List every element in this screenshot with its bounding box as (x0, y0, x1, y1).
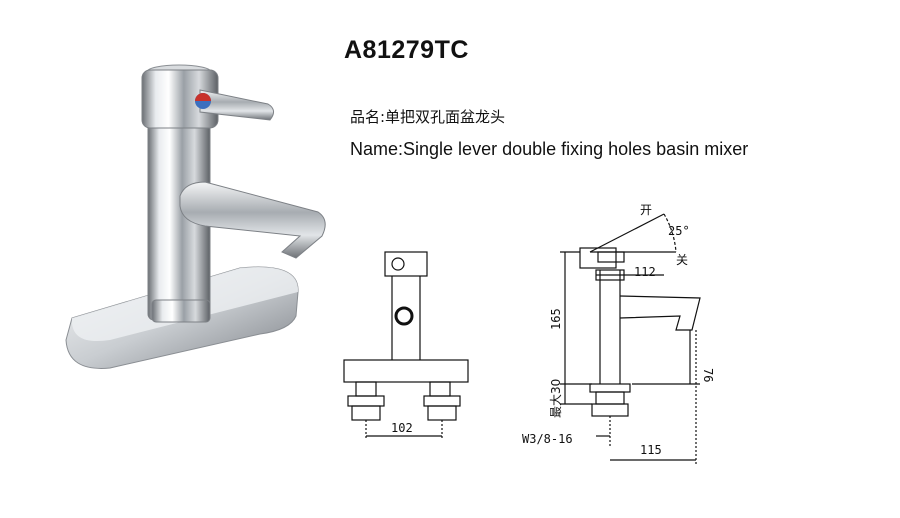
dim-reach: 115 (640, 443, 662, 457)
label-open: 开 (640, 203, 652, 217)
label-close: 关 (676, 253, 688, 267)
side-view-drawing (560, 213, 701, 466)
faucet-render (65, 64, 326, 369)
product-name-en: Name:Single lever double fixing holes ba… (350, 139, 749, 159)
dim-lever-length: 112 (634, 265, 656, 279)
dim-height: 165 (549, 308, 563, 330)
product-name-cn: 品名:单把双孔面盆龙头 (350, 108, 506, 126)
dim-thread: W3/8-16 (522, 432, 573, 446)
dim-angle: 25° (668, 224, 690, 238)
dim-max-thickness: 最大30 (549, 379, 563, 418)
model-number: A81279TC (344, 36, 469, 64)
front-view-drawing (343, 251, 469, 440)
dim-hole-spacing: 102 (391, 421, 413, 435)
dim-spout-height: 76 (701, 368, 715, 382)
